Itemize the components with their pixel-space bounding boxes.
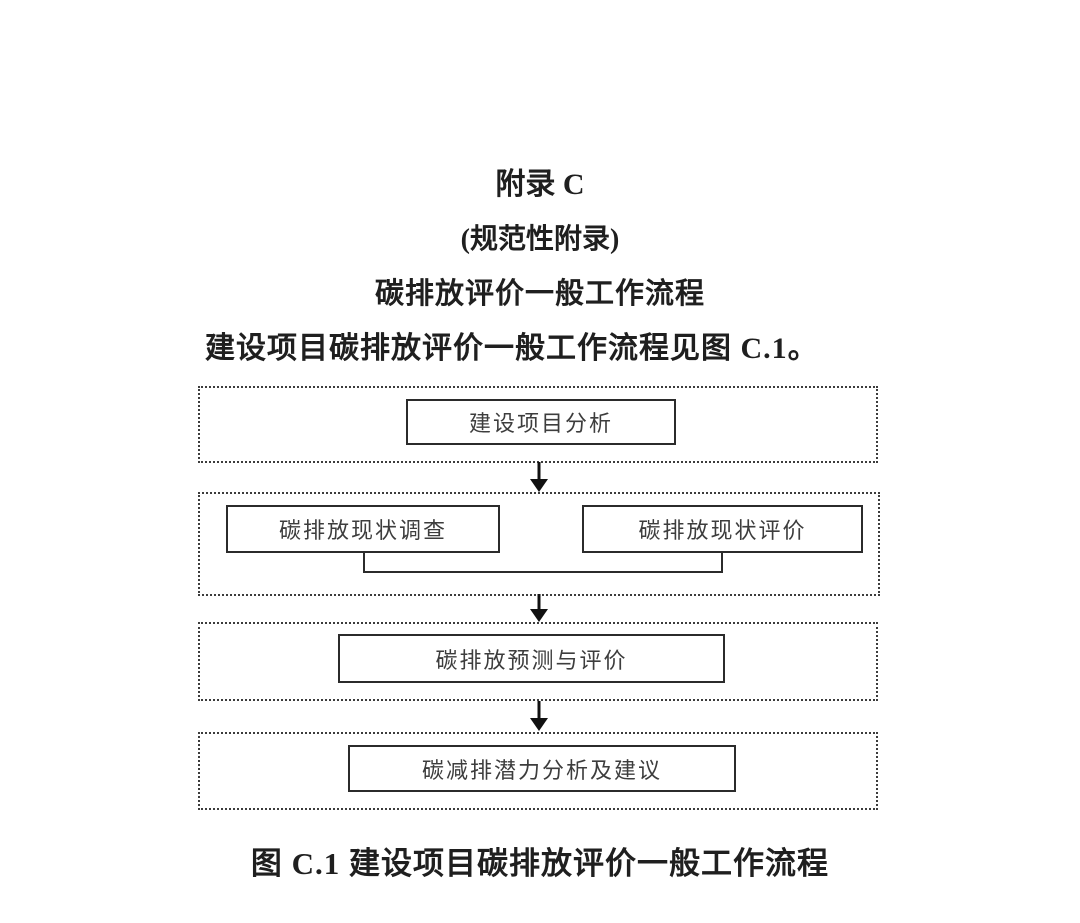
down-arrow-icon bbox=[530, 701, 548, 731]
flow-stage-container-3: 碳排放预测与评价 bbox=[198, 622, 878, 701]
appendix-subject-heading: 碳排放评价一般工作流程 bbox=[374, 278, 705, 310]
flow-box-status-survey: 碳排放现状调查 bbox=[226, 505, 500, 553]
connector-line-right bbox=[721, 553, 723, 573]
flow-box-status-evaluation: 碳排放现状评价 bbox=[582, 505, 863, 553]
arrow-shaft bbox=[537, 462, 541, 480]
arrow-shaft bbox=[537, 701, 541, 719]
appendix-title: 附录 C bbox=[495, 168, 585, 201]
flow-box-label: 建设项目分析 bbox=[468, 411, 613, 436]
connector-line-horizontal bbox=[363, 571, 723, 573]
flow-box-reduction-potential: 碳减排潜力分析及建议 bbox=[348, 745, 736, 792]
flow-box-prediction-evaluation: 碳排放预测与评价 bbox=[338, 634, 725, 683]
arrow-head bbox=[530, 479, 548, 492]
arrow-shaft bbox=[537, 594, 541, 610]
appendix-type-subtitle: (规范性附录) bbox=[460, 224, 620, 255]
intro-paragraph: 建设项目碳排放评价一般工作流程见图 C.1。 bbox=[205, 332, 819, 365]
down-arrow-icon bbox=[530, 462, 548, 492]
flow-box-label: 碳排放现状评价 bbox=[638, 518, 807, 543]
flow-box-label: 碳排放预测与评价 bbox=[435, 647, 628, 673]
arrow-head bbox=[530, 718, 548, 731]
figure-caption: 图 C.1 建设项目碳排放评价一般工作流程 bbox=[250, 846, 830, 881]
flow-box-project-analysis: 建设项目分析 bbox=[406, 399, 676, 445]
connector-line-left bbox=[363, 553, 365, 573]
flow-stage-container-2: 碳排放现状调查 碳排放现状评价 bbox=[198, 492, 880, 596]
down-arrow-icon bbox=[530, 594, 548, 622]
flow-box-label: 碳排放现状调查 bbox=[278, 518, 447, 543]
arrow-head bbox=[530, 609, 548, 622]
flow-stage-container-4: 碳减排潜力分析及建议 bbox=[198, 732, 878, 810]
flow-box-label: 碳减排潜力分析及建议 bbox=[421, 757, 662, 783]
flow-stage-container-1: 建设项目分析 bbox=[198, 386, 878, 463]
